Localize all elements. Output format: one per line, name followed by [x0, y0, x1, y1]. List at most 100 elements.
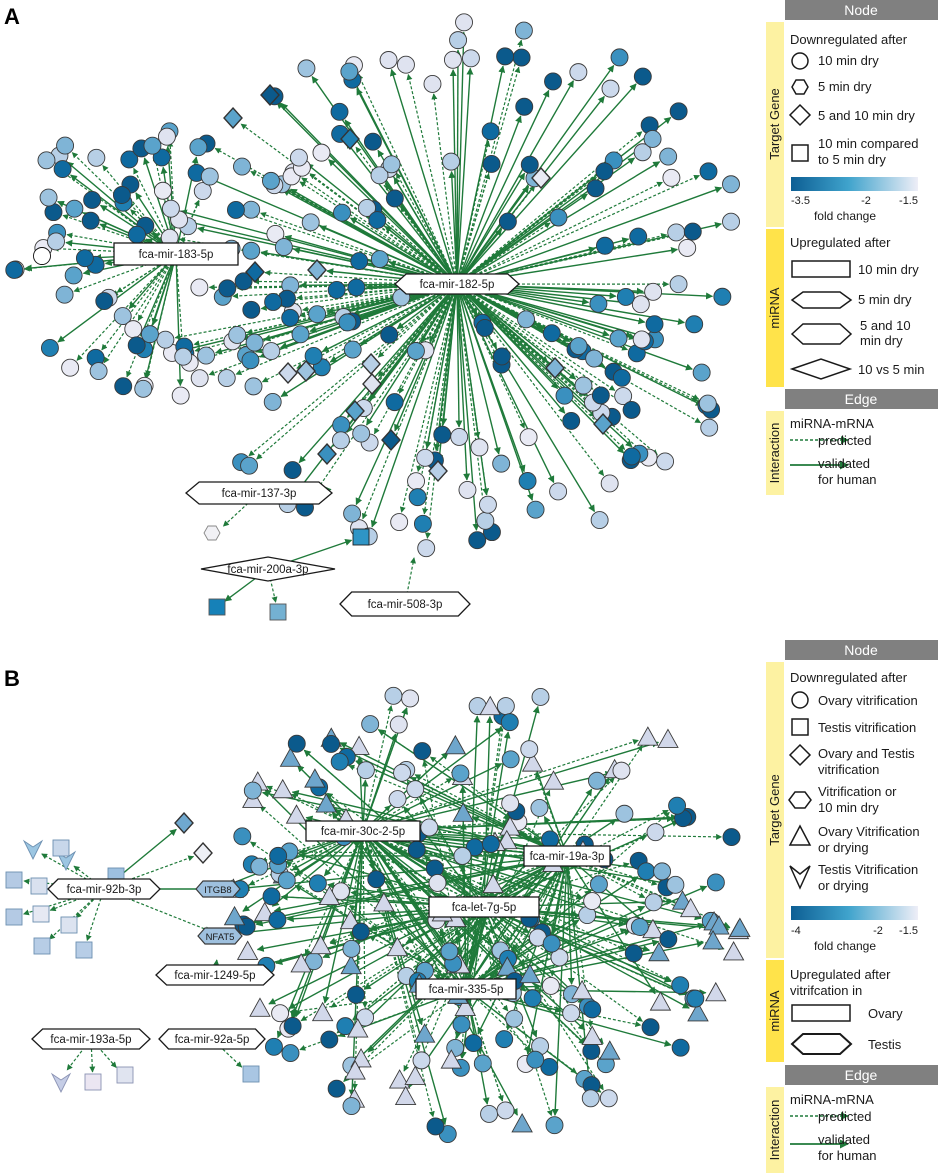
- target-gene-node: [531, 688, 550, 706]
- target-gene-node: [569, 63, 588, 82]
- target-gene-node: [331, 431, 350, 450]
- target-gene-node: [350, 252, 369, 271]
- legend-a-interaction-label: Interaction: [767, 423, 782, 484]
- target-gene-node: [722, 175, 740, 194]
- target-gene-node: [549, 208, 568, 227]
- target-gene-node: [649, 991, 672, 1011]
- target-gene-node: [289, 148, 308, 167]
- target-gene-node: [242, 300, 261, 319]
- target-gene-node: [562, 1004, 581, 1023]
- target-gene-node: [496, 956, 519, 976]
- target-gene-node: [385, 189, 404, 208]
- target-gene-node: [581, 1089, 600, 1108]
- target-gene-node: [339, 909, 362, 930]
- target-gene-node: [413, 514, 432, 533]
- edge: [139, 253, 177, 337]
- target-gene-node: [722, 828, 741, 847]
- target-gene-node: [479, 695, 501, 716]
- legend-a-target-2: 5 min dry: [818, 79, 872, 94]
- target-gene-node: [128, 225, 146, 244]
- legend-a-mirna-3b: min dry: [860, 333, 903, 348]
- target-gene-node: [223, 905, 246, 926]
- target-gene-node: [555, 386, 574, 405]
- target-gene-node: [265, 1037, 283, 1056]
- target-gene-node: [297, 59, 316, 78]
- target-gene-node: [455, 13, 473, 32]
- legend-a-mirna-label: miRNA: [767, 287, 782, 328]
- legend-b: Node Target Gene Downregulated after Ova…: [766, 640, 938, 1173]
- edge: [256, 283, 458, 460]
- target-gene-node: [648, 941, 670, 962]
- target-gene-node: [470, 438, 489, 457]
- target-gene-node: [242, 200, 261, 219]
- gene-node-itgb8: ITGB8: [195, 880, 241, 898]
- target-gene-node: [671, 1038, 690, 1057]
- target-gene-node: [304, 347, 323, 365]
- target-gene-node: [327, 1079, 346, 1098]
- target-gene-node: [40, 339, 59, 357]
- target-gene-node: [356, 761, 375, 780]
- target-gene-node: [52, 839, 70, 857]
- legend-a-target-4: 10 min compared: [818, 136, 918, 151]
- target-gene-node: [473, 1054, 492, 1073]
- target-gene-node: [83, 191, 102, 209]
- target-gene-node: [519, 428, 538, 447]
- circle-icon: [791, 691, 809, 709]
- svg-text:fca-mir-335-5p: fca-mir-335-5p: [429, 984, 504, 996]
- target-gene-node: [481, 122, 500, 141]
- target-gene-node: [279, 747, 302, 767]
- target-gene-node: [612, 761, 631, 780]
- svg-text:ITGB8: ITGB8: [204, 885, 231, 896]
- target-gene-node: [244, 377, 263, 396]
- target-gene-node: [526, 1050, 545, 1069]
- target-gene-node: [236, 940, 259, 960]
- target-gene-node: [330, 102, 349, 121]
- target-gene-node: [223, 106, 243, 130]
- target-gene-node: [612, 368, 631, 387]
- edge: [512, 855, 568, 951]
- legend-a-target-1: 10 min dry: [818, 53, 879, 68]
- legend-b-mirna-label: miRNA: [767, 990, 782, 1031]
- edge: [103, 253, 177, 364]
- svg-text:fca-mir-137-3p: fca-mir-137-3p: [222, 488, 297, 500]
- svg-text:fca-mir-508-3p: fca-mir-508-3p: [368, 599, 443, 611]
- target-gene-node: [633, 67, 652, 86]
- edge: [456, 31, 468, 285]
- target-gene-node: [420, 818, 439, 837]
- target-gene-node: [440, 942, 459, 961]
- mirna-node-fca-mir-92b-3p: fca-mir-92b-3p: [47, 878, 161, 900]
- edge: [456, 283, 698, 402]
- target-gene-node: [443, 50, 462, 69]
- target-gene-node: [407, 840, 426, 859]
- target-gene-node: [379, 51, 398, 69]
- target-gene-node: [338, 313, 357, 332]
- target-gene-node: [153, 181, 172, 200]
- target-gene-node: [291, 325, 310, 344]
- edge: [70, 174, 177, 255]
- edge: [456, 83, 637, 285]
- target-gene-node: [233, 827, 252, 846]
- edge: [362, 830, 725, 951]
- target-gene-node: [81, 211, 100, 230]
- target-gene-node: [271, 1004, 290, 1023]
- panel-a-letter: A: [4, 4, 20, 29]
- edge: [268, 855, 568, 1005]
- target-gene-node: [218, 279, 237, 298]
- mirna-node-fca-mir-508-3p: fca-mir-508-3p: [339, 591, 471, 617]
- target-gene-node: [511, 1113, 533, 1133]
- target-gene-node: [545, 356, 565, 380]
- legend-b-color-scale: [791, 906, 918, 920]
- target-gene-node: [156, 330, 175, 349]
- target-gene-node: [659, 147, 678, 166]
- target-gene-node: [588, 771, 606, 790]
- target-gene-node: [656, 452, 675, 471]
- target-gene-node: [200, 167, 219, 186]
- target-gene-node: [269, 603, 287, 621]
- legend-a-mirna-2: 5 min dry: [858, 292, 912, 307]
- legend-b-interaction-side: [766, 1087, 784, 1173]
- mirna-node-fca-mir-335-5p: fca-mir-335-5p: [415, 978, 517, 1000]
- edge: [362, 830, 600, 1058]
- target-gene-node: [645, 315, 664, 334]
- target-gene-node: [692, 363, 711, 382]
- target-gene-node: [505, 1009, 524, 1028]
